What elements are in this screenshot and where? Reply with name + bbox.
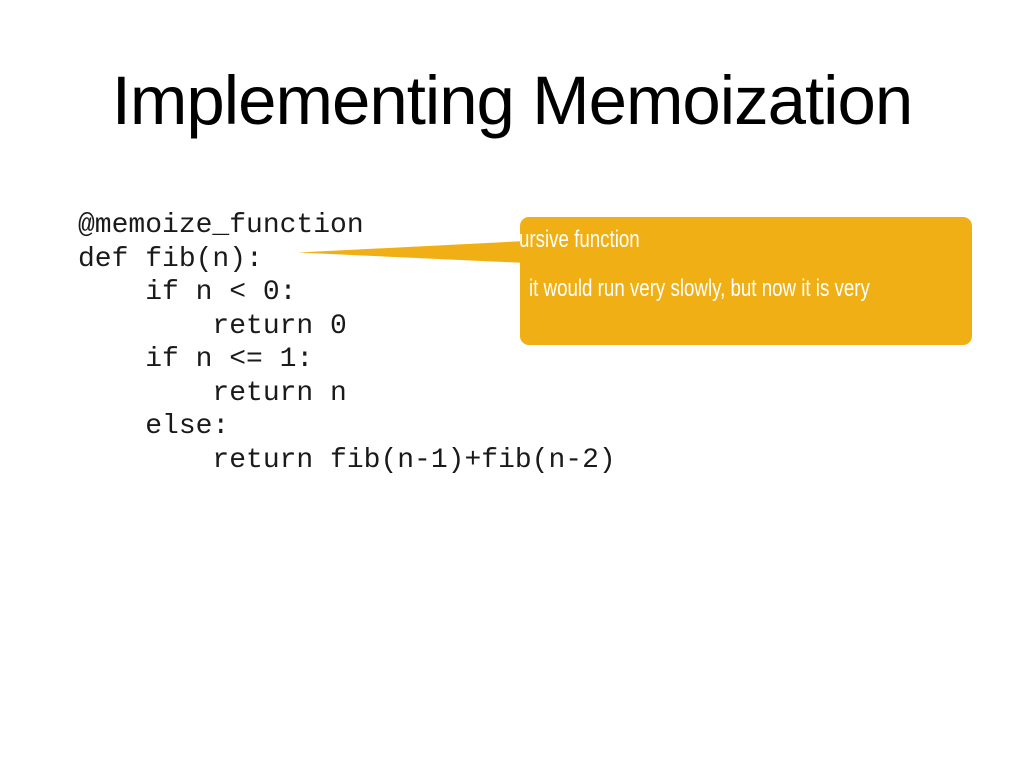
slide-title: Implementing Memoization [111,62,914,139]
callout-pointer-wedge [298,241,526,263]
callout-text-line-1: ursive function [519,226,640,253]
python-code-block: @memoize_function def fib(n): if n < 0: … [78,210,616,476]
callout-pointer-shape [298,241,526,263]
callout-box [520,217,972,345]
callout-text-line-2: it would run very slowly, but now it is … [529,275,870,302]
